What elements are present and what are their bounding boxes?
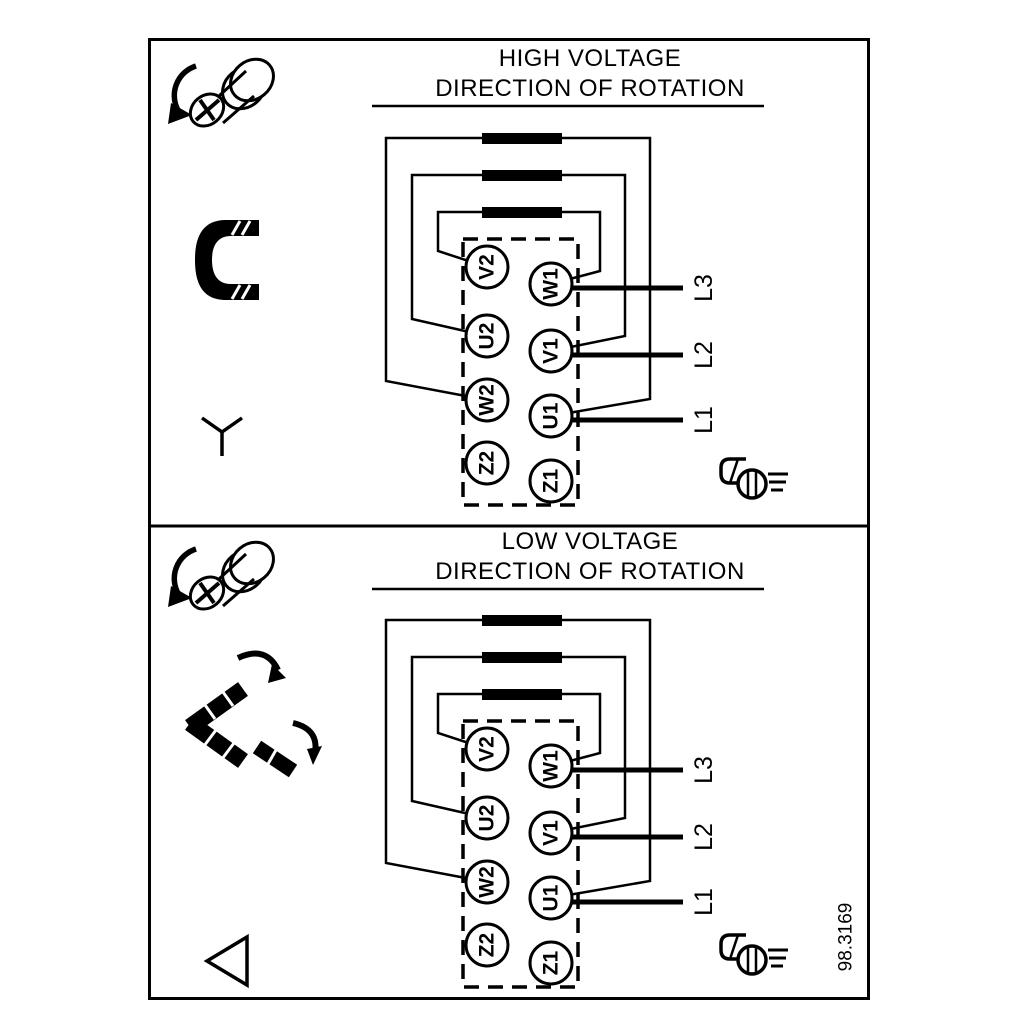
screw-rotation-icon	[168, 534, 282, 616]
terminal-label: Z2	[476, 933, 499, 958]
screw-rotation-icon	[168, 51, 282, 133]
diagram-border	[148, 38, 870, 1000]
supply-line-label: L2	[690, 823, 718, 851]
terminal-label: W2	[476, 384, 499, 416]
low-voltage-panel: LOW VOLTAGE DIRECTION OF ROTATION V2 U2	[168, 528, 790, 989]
terminal-label: U2	[476, 805, 499, 832]
panel-title-line2: DIRECTION OF ROTATION	[435, 558, 745, 585]
terminal-board-wiring	[386, 133, 683, 505]
supply-line-label: L3	[690, 756, 718, 784]
ground-screw-icon	[719, 933, 790, 976]
terminal-label: W2	[476, 866, 499, 898]
supply-line-label: L1	[690, 888, 718, 916]
terminal-label: V1	[540, 338, 563, 364]
figure-number: 98.3169	[836, 903, 857, 972]
terminal-label: V2	[476, 736, 499, 762]
terminal-label: W1	[540, 750, 563, 782]
terminal-label: U1	[540, 884, 563, 911]
terminal-label: Z2	[476, 451, 499, 476]
supply-line-label: L1	[690, 406, 718, 434]
panel-title-line1: LOW VOLTAGE	[502, 528, 679, 555]
terminal-label: V1	[540, 820, 563, 846]
supply-line-label: L2	[690, 341, 718, 369]
terminal-label: W1	[540, 268, 563, 300]
terminal-labels: V2 U2 W2 Z2 W1 V1 U1 Z1	[476, 736, 563, 975]
straight-jumper-link-icon	[195, 220, 259, 300]
supply-line-label: L3	[690, 274, 718, 302]
terminal-label: Z1	[540, 950, 563, 975]
terminal-label: U2	[476, 323, 499, 350]
panel-title-line2: DIRECTION OF ROTATION	[435, 75, 745, 102]
terminal-label: V2	[476, 254, 499, 280]
panel-title-line1: HIGH VOLTAGE	[499, 45, 681, 72]
ground-screw-icon	[719, 457, 790, 500]
high-voltage-panel: HIGH VOLTAGE DIRECTION OF ROTATION V2 U2…	[168, 45, 790, 505]
angled-jumper-links-icon	[185, 650, 322, 778]
terminal-label: Z1	[540, 468, 563, 493]
supply-line-labels: L3 L2 L1	[690, 756, 718, 916]
star-connection-icon	[200, 416, 244, 456]
supply-line-labels: L3 L2 L1	[690, 274, 718, 434]
terminal-labels: V2 U2 W2 Z2 W1 V1 U1 Z1	[476, 254, 563, 493]
delta-connection-icon	[203, 933, 249, 989]
terminal-label: U1	[540, 402, 563, 429]
terminal-board-wiring	[386, 615, 683, 987]
